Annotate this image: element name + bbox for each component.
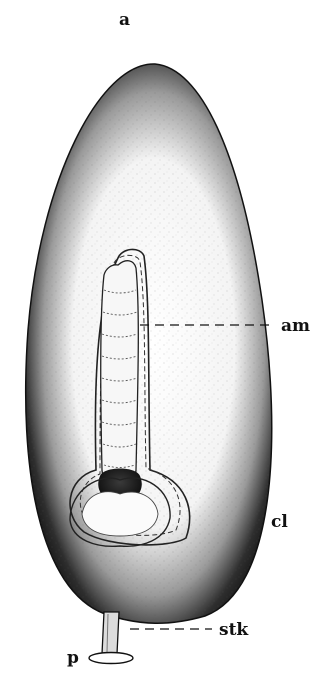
label-stk: stk — [219, 620, 249, 640]
label-p: p — [67, 648, 79, 668]
stalk — [102, 612, 119, 654]
panel-label: a — [119, 10, 130, 30]
basal-disc — [89, 653, 133, 664]
cephalic-inner — [82, 492, 158, 536]
label-am: am — [281, 316, 310, 336]
label-cl: cl — [271, 512, 288, 532]
